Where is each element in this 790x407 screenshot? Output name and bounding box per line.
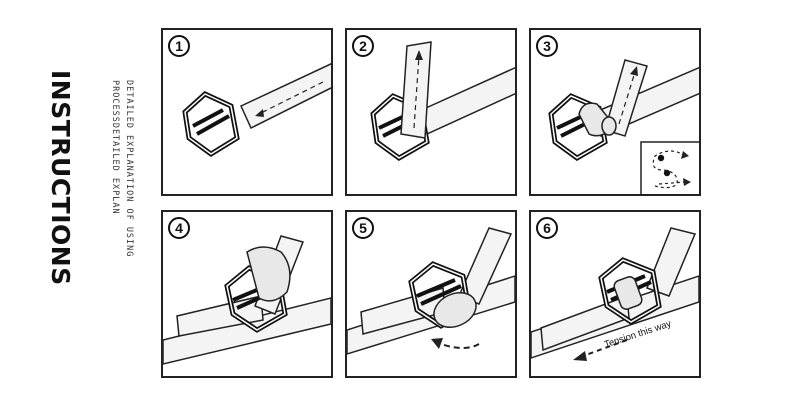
step-6-illustration: [531, 227, 699, 361]
step-number-3: 3: [536, 35, 558, 57]
step-1-illustration: [182, 63, 331, 158]
instructions-title: INSTRUCTIONS: [46, 70, 75, 286]
step-panel-6: 6 Tension this way: [529, 210, 701, 378]
step-number-6: 6: [536, 217, 558, 239]
step-number-4: 4: [168, 217, 190, 239]
threading-inset: [640, 141, 699, 194]
instructions-description: DETAILED EXPLANATION OF USING PROCESSDET…: [104, 80, 136, 300]
step-number-5: 5: [352, 217, 374, 239]
step-panel-1: 1: [161, 28, 333, 196]
step-5-illustration: [347, 227, 515, 355]
step-4-illustration: [163, 235, 331, 365]
step-panel-3: 3: [529, 28, 701, 196]
step-panel-4: 4: [161, 210, 333, 378]
step-3-illustration: [548, 59, 699, 194]
step-2-illustration: [370, 41, 515, 161]
description-line-1: DETAILED EXPLANATION OF USING: [124, 80, 134, 258]
step-panel-2: 2: [345, 28, 517, 196]
description-line-2: PROCESSDETAILED EXPLAN: [110, 80, 120, 215]
step-panel-5: 5: [345, 210, 517, 378]
step-number-2: 2: [352, 35, 374, 57]
step-number-1: 1: [168, 35, 190, 57]
